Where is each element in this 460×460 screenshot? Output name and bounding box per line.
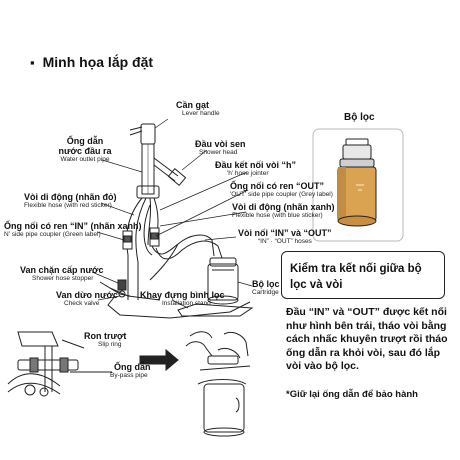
- label-bypass: Ống dẫn By-pass pipe: [110, 362, 151, 379]
- shower-stopper: [117, 279, 127, 298]
- label-stand: Khay đựng bình lọc Installation stand: [140, 290, 225, 307]
- label-stopper: Van chặn cấp nước Shower hose stopper: [20, 265, 104, 282]
- label-blue-hose: Vòi di động (nhãn xanh) Flexible hose (w…: [232, 202, 335, 219]
- section-heading: ▪ Minh họa lắp đặt: [30, 54, 153, 70]
- label-cartridge: Bộ lọc Cartridge: [252, 279, 280, 296]
- label-check-valve: Van dừo nước Check valve: [56, 290, 118, 307]
- label-red-hose: Vòi di động (nhãn đỏ) Flexible hose (wit…: [24, 192, 117, 209]
- install-note: Đầu “IN” và “OUT” được kết nối như hình …: [286, 306, 448, 372]
- faucet-body: [136, 143, 160, 199]
- sink-base: [99, 281, 251, 319]
- label-lever: Cần gạt Lever handle: [176, 100, 220, 117]
- in-out-hoses: [149, 234, 223, 281]
- label-shower: Đầu vòi sen Shower head: [195, 139, 246, 156]
- label-inout-hoses: Vòi nối “IN” và “OUT” “IN” · “OUT” hoses: [238, 228, 332, 245]
- faucet-spout: [153, 157, 187, 187]
- leader-lines: [91, 118, 253, 309]
- faucet-lever: [129, 123, 156, 145]
- installation-stand: [177, 303, 254, 317]
- warranty-footnote: *Giữ lại ống dẫn để bảo hành: [286, 389, 418, 400]
- filter-title: Bộ lọc: [344, 112, 375, 123]
- bullet-icon: ▪: [30, 55, 35, 70]
- label-hjoint: Đầu kết nối vòi “h” 'h' hose jointer: [215, 160, 297, 177]
- hands-illustration: [185, 331, 251, 437]
- label-slip-ring: Ron trượt Slip ring: [84, 331, 127, 348]
- out-coupler: [149, 227, 160, 247]
- arrow-icon: [139, 348, 179, 372]
- label-outlet: Ống dẫn nước đầu ra Water outlet pipe: [58, 136, 112, 163]
- callout-box: Kiểm tra kết nối giữa bộ lọc và vòi: [281, 251, 445, 299]
- heading-text: Minh họa lắp đặt: [42, 54, 154, 70]
- label-in-coupler: Ống nối có ren “IN” (nhãn xanh) N' side …: [4, 221, 142, 238]
- slip-ring-illustration: [7, 331, 112, 397]
- label-out-coupler: Ống nối có ren “OUT” 'OUT' side pipe cou…: [230, 181, 333, 198]
- filter-cartridge-illustration: [312, 128, 404, 242]
